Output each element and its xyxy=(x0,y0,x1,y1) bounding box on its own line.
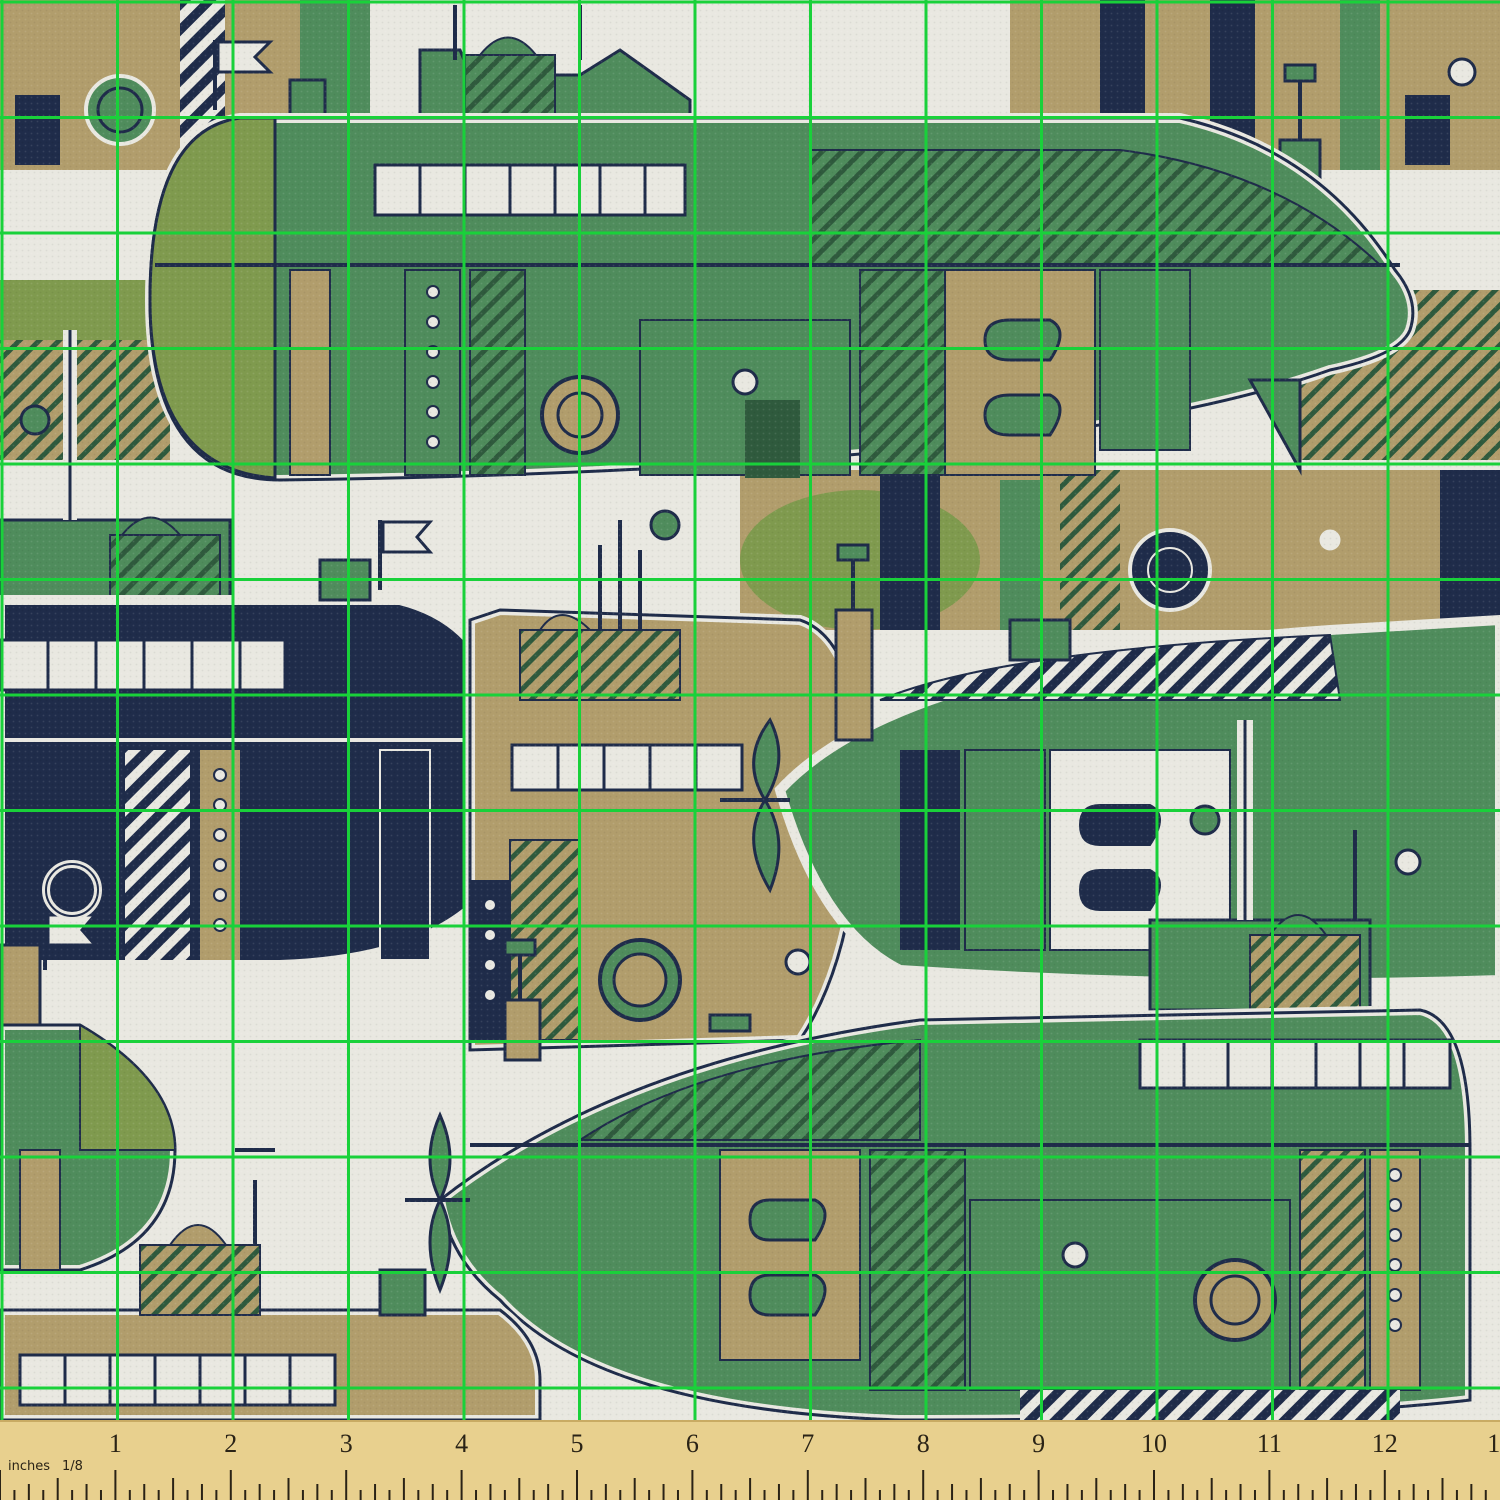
fabric-print xyxy=(0,0,1500,1420)
ruler-number: 12 xyxy=(1372,1429,1398,1458)
ruler-number: 2 xyxy=(224,1429,237,1458)
ruler-number: 11 xyxy=(1257,1429,1282,1458)
ruler-number: 3 xyxy=(340,1429,353,1458)
ruler-number: 10 xyxy=(1141,1429,1167,1458)
ruler: 12345678910111213 inches 1/8 xyxy=(0,1420,1500,1500)
ruler-number: 1 xyxy=(109,1429,122,1458)
ruler-number: 9 xyxy=(1032,1429,1045,1458)
ruler-number: 5 xyxy=(571,1429,584,1458)
ruler-number: 7 xyxy=(801,1429,814,1458)
ruler-number: 4 xyxy=(455,1429,468,1458)
ruler-unit-label: inches xyxy=(8,1459,50,1474)
ruler-fraction-label: 1/8 xyxy=(62,1459,83,1474)
ruler-number: 13 xyxy=(1487,1429,1500,1458)
ruler-number: 6 xyxy=(686,1429,699,1458)
measurement-grid xyxy=(0,0,1500,1420)
ruler-number: 8 xyxy=(917,1429,930,1458)
